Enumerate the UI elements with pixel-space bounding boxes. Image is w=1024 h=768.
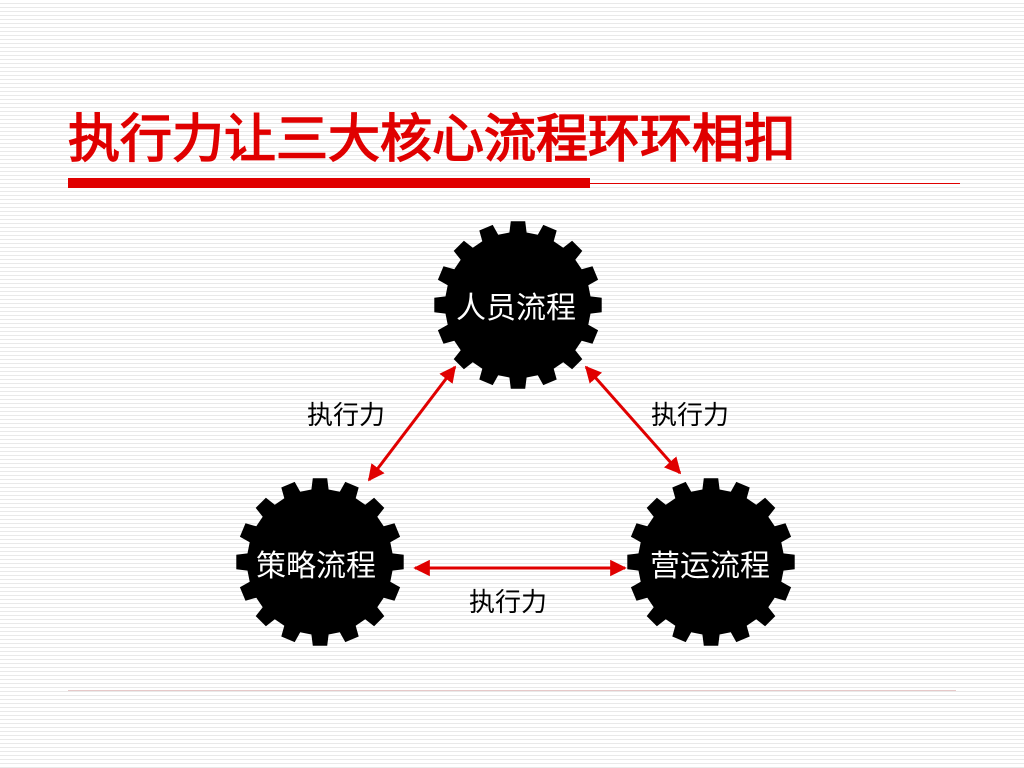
footer-rule xyxy=(68,690,956,691)
edges xyxy=(367,365,682,577)
arrow-people-strategy xyxy=(367,365,457,482)
node-label-operations: 营运流程 xyxy=(650,549,770,584)
node-label-strategy: 策略流程 xyxy=(256,549,376,584)
arrow-people-operations xyxy=(584,365,682,475)
gear-icon xyxy=(434,221,602,389)
edge-label-people-strategy: 执行力 xyxy=(307,401,385,431)
title-underline-thin xyxy=(590,183,960,184)
gear-icon xyxy=(236,478,404,646)
edge-label-people-operations: 执行力 xyxy=(651,401,729,431)
edge-labels: 执行力 执行力 执行力 xyxy=(307,401,729,618)
slide-title: 执行力让三大核心流程环环相扣 xyxy=(68,110,797,170)
title-underline-thick xyxy=(68,178,590,188)
edge-label-strategy-operations: 执行力 xyxy=(469,588,547,618)
gear-people: 人员流程 xyxy=(434,221,602,389)
gear-strategy: 策略流程 xyxy=(236,478,404,646)
gear-icon xyxy=(627,478,795,646)
gear-operations: 营运流程 xyxy=(627,478,795,646)
node-label-people: 人员流程 xyxy=(456,291,576,326)
